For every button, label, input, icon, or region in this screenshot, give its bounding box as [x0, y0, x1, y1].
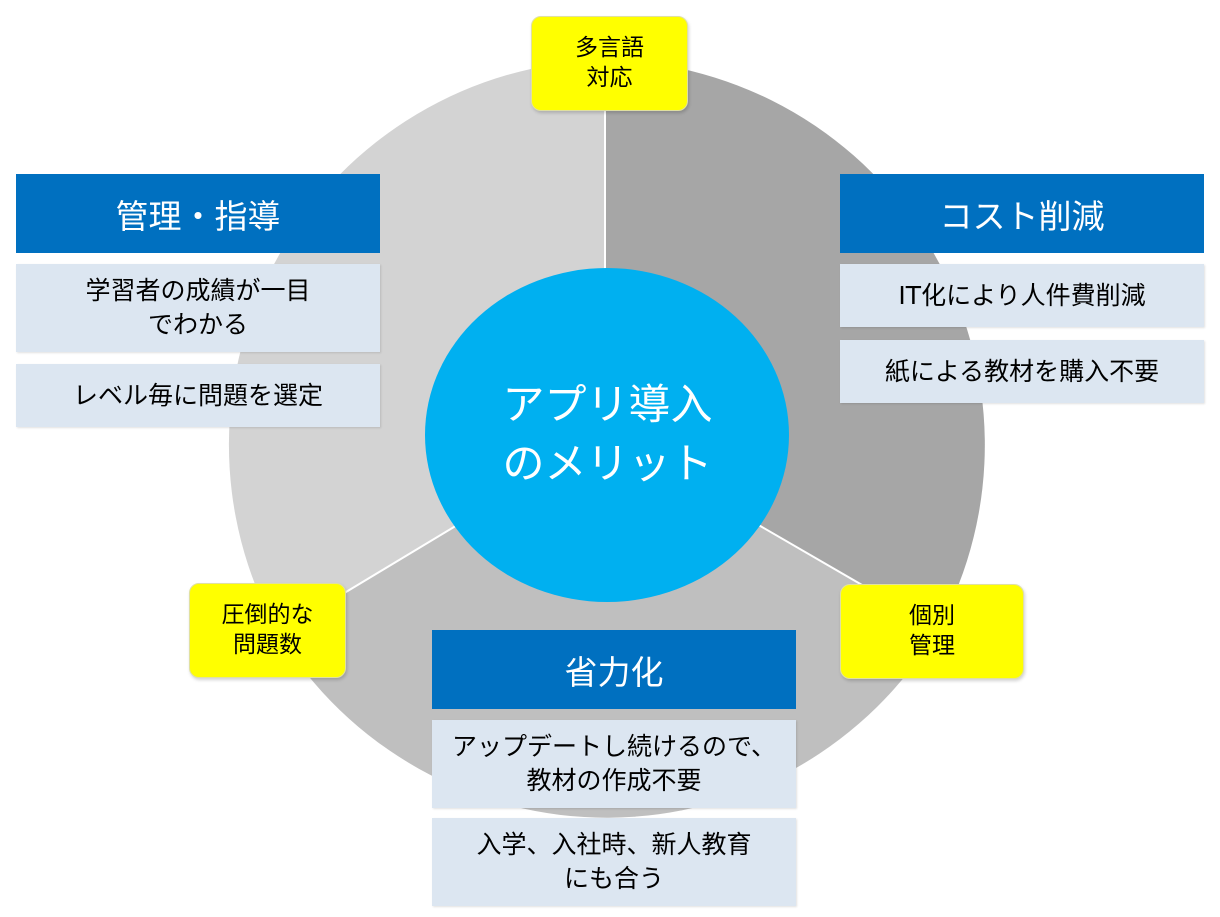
center-label: アプリ導入 のメリット — [425, 270, 790, 600]
labor-item-training-line1: 入学、入社時、新人教育 — [476, 830, 752, 860]
cost-item-paper: 紙による教材を購入不要 — [840, 340, 1204, 403]
management-item-grades-line1: 学習者の成績が一目 — [85, 276, 311, 306]
tag-individual-line1: 個別 — [909, 602, 955, 629]
labor-item-training: 入学、入社時、新人教育 にも合う — [432, 818, 796, 906]
tag-questions-line2: 問題数 — [233, 631, 302, 658]
management-item-level-line1: レベル毎に問題を選定 — [72, 380, 323, 410]
tag-question-count: 圧倒的な 問題数 — [189, 583, 346, 678]
tag-multilingual-line1: 多言語 — [575, 34, 644, 61]
labor-header: 省力化 — [432, 630, 796, 709]
center-label-line2: のメリット — [502, 439, 713, 488]
management-item-level: レベル毎に問題を選定 — [16, 364, 380, 427]
tag-questions-line1: 圧倒的な — [221, 601, 314, 628]
tag-multilingual: 多言語 対応 — [531, 16, 688, 111]
labor-item-training-line2: にも合う — [563, 864, 664, 893]
cost-item-labor-cost: IT化により人件費削減 — [840, 264, 1204, 327]
center-label-line1: アプリ導入 — [502, 380, 713, 430]
tag-individual-line2: 管理 — [909, 632, 955, 659]
center-circle — [425, 268, 789, 602]
management-item-grades: 学習者の成績が一目 でわかる — [16, 264, 380, 352]
cost-header: コスト削減 — [840, 174, 1204, 253]
management-item-grades-line2: でわかる — [147, 310, 248, 339]
labor-item-updates: アップデートし続けるので、 教材の作成不要 — [432, 720, 796, 808]
management-header: 管理・指導 — [16, 174, 380, 253]
cost-item-labor-cost-line1: IT化により人件費削減 — [898, 280, 1146, 310]
labor-item-updates-line2: 教材の作成不要 — [526, 766, 702, 795]
cost-item-paper-line1: 紙による教材を購入不要 — [884, 356, 1160, 386]
labor-item-updates-line1: アップデートし続けるので、 — [451, 732, 776, 762]
tag-multilingual-line2: 対応 — [586, 64, 633, 91]
tag-individual-management: 個別 管理 — [840, 584, 1024, 679]
